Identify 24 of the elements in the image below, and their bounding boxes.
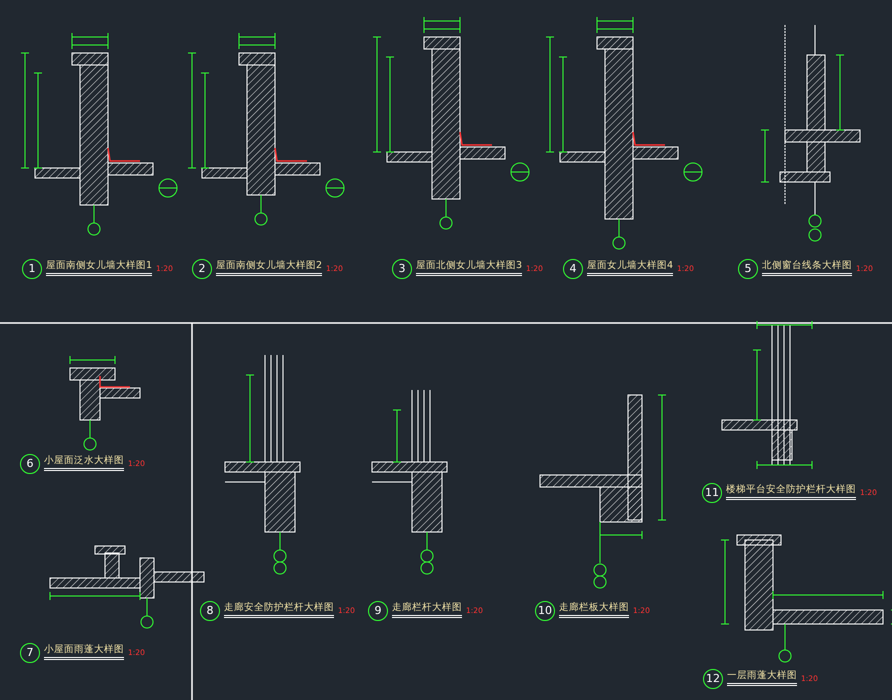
detail-title: 一层雨蓬大样图	[727, 669, 797, 686]
detail-number: 2	[192, 259, 212, 279]
detail-number: 10	[535, 601, 555, 621]
detail-title: 北侧窗台线条大样图	[762, 259, 852, 276]
detail-title: 屋面南侧女儿墙大样图2	[216, 259, 322, 276]
detail-number: 6	[20, 454, 40, 474]
detail-title: 走廊栏杆大样图	[392, 601, 462, 618]
detail-title: 屋面北侧女儿墙大样图3	[416, 259, 522, 276]
detail-number: 7	[20, 643, 40, 663]
detail-number: 12	[703, 669, 723, 689]
detail-number: 3	[392, 259, 412, 279]
detail-number: 11	[702, 483, 722, 503]
detail-title: 走廊栏板大样图	[559, 601, 629, 618]
detail-title: 屋面南侧女儿墙大样图1	[46, 259, 152, 276]
detail-title: 小屋面泛水大样图	[44, 454, 124, 471]
detail-number: 1	[22, 259, 42, 279]
detail-title: 走廊安全防护栏杆大样图	[224, 601, 334, 618]
detail-number: 8	[200, 601, 220, 621]
detail-number: 4	[563, 259, 583, 279]
detail-number: 9	[368, 601, 388, 621]
detail-number: 5	[738, 259, 758, 279]
detail-title: 小屋面雨蓬大样图	[44, 643, 124, 660]
detail-title: 楼梯平台安全防护栏杆大样图	[726, 483, 856, 500]
detail-title: 屋面女儿墙大样图4	[587, 259, 674, 276]
